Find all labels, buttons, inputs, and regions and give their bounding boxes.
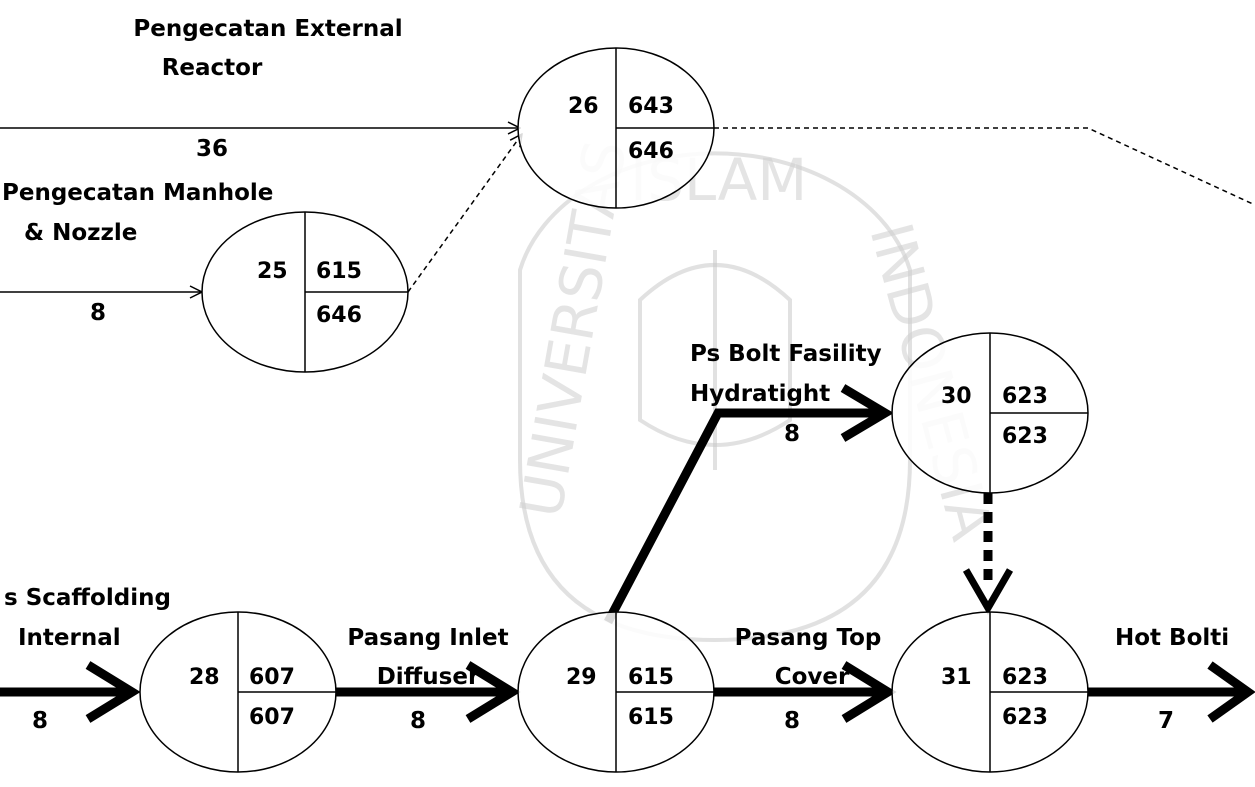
- activity-name-line1: Pasang Inlet: [347, 625, 508, 651]
- node-latest: 646: [628, 139, 674, 164]
- activity-label-inlet-diffuser: Pasang Inlet Diffuser 8: [347, 625, 508, 734]
- node-latest: 646: [316, 303, 362, 328]
- event-node-30: 30 623 623: [891, 332, 1089, 494]
- event-node-28: 28 607 607: [139, 611, 337, 773]
- activity-label-pengecatan-manhole: Pengecatan Manhole & Nozzle 8: [2, 180, 273, 326]
- activity-duration: 8: [784, 421, 800, 447]
- activity-name-line1: Pengecatan Manhole: [2, 180, 273, 206]
- event-node-25: 25 615 646: [201, 211, 409, 373]
- node-id: 31: [941, 665, 972, 690]
- activity-arrow-hot-bolting: [1088, 661, 1255, 723]
- event-node-31: 31 623 623: [891, 611, 1089, 773]
- event-node-26: 26 643 646: [517, 47, 715, 209]
- node-id: 25: [257, 259, 288, 284]
- activity-arrow-scaffolding: [0, 661, 141, 723]
- activity-label-pengecatan-external: Pengecatan External Reactor 36: [133, 16, 402, 162]
- node-earliest: 607: [249, 665, 295, 690]
- dummy-line-26-out: [714, 127, 1255, 206]
- dummy-arrow-30-31: [962, 493, 1014, 615]
- node-earliest: 623: [1002, 384, 1048, 409]
- activity-name-line1: Pasang Top: [735, 625, 882, 651]
- activity-duration: 8: [784, 708, 800, 734]
- activity-label-ps-bolt: Ps Bolt Fasility Hydratight 8: [690, 341, 882, 447]
- dummy-arrow-25-26: [407, 134, 522, 293]
- node-id: 28: [189, 665, 220, 690]
- node-id: 30: [941, 384, 972, 409]
- node-id: 26: [568, 94, 599, 119]
- node-earliest: 615: [628, 665, 674, 690]
- node-latest: 623: [1002, 705, 1048, 730]
- node-latest: 615: [628, 705, 674, 730]
- activity-name-line1: Pengecatan External: [133, 16, 402, 42]
- activity-name-line2: Cover: [775, 664, 850, 690]
- node-latest: 623: [1002, 424, 1048, 449]
- node-id: 29: [566, 665, 597, 690]
- activity-label-hot-bolting: Hot Bolti 7: [1115, 625, 1229, 734]
- activity-label-top-cover: Pasang Top Cover 8: [735, 625, 882, 734]
- node-latest: 607: [249, 705, 295, 730]
- activity-arrow-ps-bolt: [604, 384, 894, 625]
- activity-name-line2: Diffuser: [377, 664, 480, 690]
- activity-duration: 8: [410, 708, 426, 734]
- node-earliest: 615: [316, 259, 362, 284]
- activity-duration: 36: [196, 136, 228, 162]
- activity-name-line2: Hydratight: [690, 381, 830, 407]
- activity-name-line2: Internal: [18, 625, 121, 651]
- node-earliest: 643: [628, 94, 674, 119]
- activity-arrow-top-cover: [713, 661, 897, 723]
- activity-arrow-inlet-diffuser: [335, 661, 521, 723]
- activity-name-line1: Ps Bolt Fasility: [690, 341, 882, 367]
- node-earliest: 623: [1002, 665, 1048, 690]
- activity-name-line1: Hot Bolti: [1115, 625, 1229, 651]
- activity-duration: 7: [1158, 708, 1174, 734]
- activity-name-line1: s Scaffolding: [4, 585, 171, 611]
- activity-name-line2: & Nozzle: [24, 220, 137, 246]
- activity-duration: 8: [90, 300, 106, 326]
- event-node-29: 29 615 615: [517, 611, 715, 773]
- activity-name-line2: Reactor: [162, 55, 263, 81]
- activity-duration: 8: [32, 708, 48, 734]
- activity-label-scaffolding: s Scaffolding Internal 8: [4, 585, 171, 734]
